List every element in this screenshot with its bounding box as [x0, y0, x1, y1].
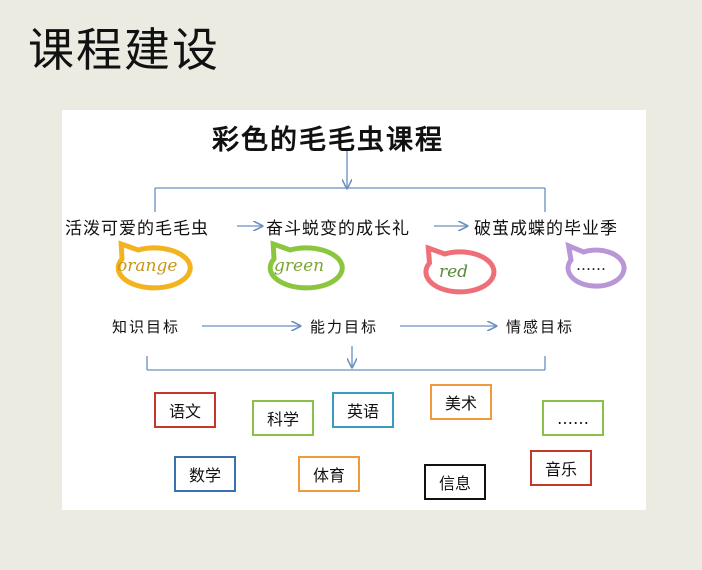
- bubble-label-red: red: [439, 262, 469, 282]
- bubble-green: [267, 240, 345, 291]
- connector-lines: [115, 150, 627, 371]
- subject-english: 英语: [332, 392, 394, 428]
- stage-1: 活泼可爱的毛毛虫: [65, 219, 209, 239]
- bubble-label-green: green: [274, 256, 325, 276]
- bubble-more: [565, 241, 627, 289]
- bubble-red: [423, 244, 497, 295]
- goal-knowledge: 知识目标: [112, 318, 181, 336]
- bubble-label-orange: orange: [117, 256, 178, 276]
- slide-title: 课程建设: [28, 23, 220, 77]
- stage-2: 奋斗蜕变的成长礼: [266, 219, 410, 239]
- subject-pe: 体育: [298, 456, 360, 492]
- bubble-label-more: ……: [576, 256, 606, 274]
- subject-art: 美术: [430, 384, 492, 420]
- goal-emotion: 情感目标: [506, 318, 575, 336]
- subject-science: 科学: [252, 400, 314, 436]
- subject-music: 音乐: [530, 450, 592, 486]
- stage-3: 破茧成蝶的毕业季: [474, 219, 618, 239]
- subject-more: ……: [542, 400, 604, 436]
- diagram-title: 彩色的毛毛虫课程: [212, 125, 444, 156]
- subject-it: 信息: [424, 464, 486, 500]
- bubble-orange: [115, 240, 193, 291]
- subject-math: 数学: [174, 456, 236, 492]
- diagram-panel: 彩色的毛毛虫课程 活泼可爱的毛毛虫 奋斗蜕变的成长礼 破茧成蝶的毕业季 oran…: [62, 110, 646, 510]
- goal-ability: 能力目标: [310, 318, 379, 336]
- subject-chinese: 语文: [154, 392, 216, 428]
